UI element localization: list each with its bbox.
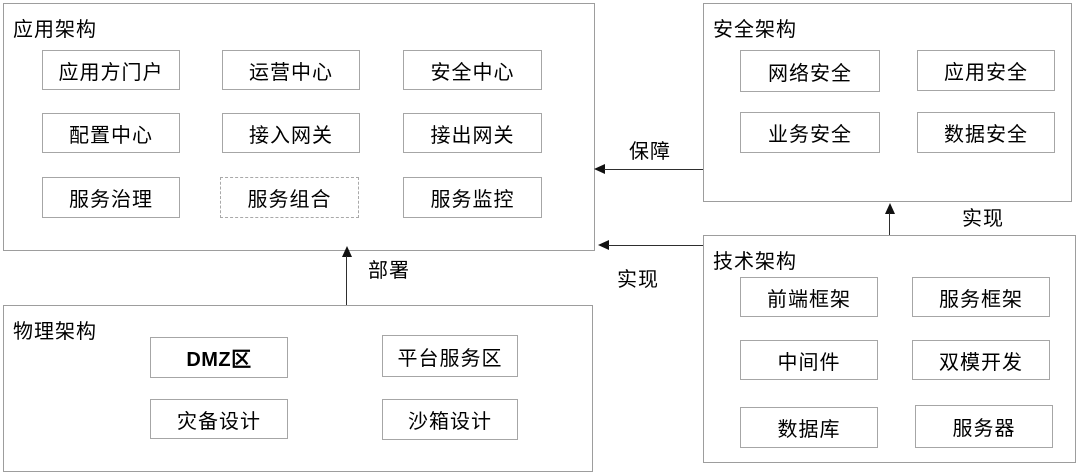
- technical-architecture-title: 技术架构: [713, 251, 797, 273]
- node-dual-mode-dev: 双模开发: [912, 340, 1050, 380]
- guarantee-arrow-line: [604, 169, 703, 170]
- implement-app-arrow-label: 实现: [617, 269, 659, 291]
- security-architecture-panel: 安全架构: [703, 3, 1072, 202]
- node-service-governance: 服务治理: [42, 177, 180, 218]
- node-business-security: 业务安全: [740, 112, 880, 153]
- node-security-center: 安全中心: [403, 50, 542, 90]
- deploy-arrowhead-icon: [342, 246, 352, 257]
- physical-architecture-title: 物理架构: [13, 321, 97, 343]
- security-architecture-title: 安全架构: [713, 19, 797, 41]
- physical-architecture-panel: 物理架构: [3, 305, 593, 472]
- guarantee-arrow-label: 保障: [629, 141, 671, 163]
- node-database: 数据库: [740, 407, 878, 448]
- implement-app-arrow-line: [608, 245, 703, 246]
- node-server: 服务器: [915, 405, 1053, 448]
- deploy-arrow-label: 部署: [368, 260, 410, 282]
- node-frontend-framework: 前端框架: [740, 277, 878, 317]
- node-data-security: 数据安全: [917, 112, 1055, 153]
- node-inbound-gateway: 接入网关: [222, 113, 360, 153]
- node-outbound-gateway: 接出网关: [403, 113, 542, 153]
- node-dmz-zone: DMZ区: [150, 337, 288, 378]
- node-service-composition: 服务组合: [220, 177, 359, 218]
- node-middleware: 中间件: [740, 340, 878, 380]
- node-service-framework: 服务框架: [912, 277, 1050, 317]
- node-service-monitoring: 服务监控: [403, 177, 542, 218]
- node-disaster-recovery-design: 灾备设计: [150, 399, 288, 439]
- implement-app-arrowhead-icon: [598, 240, 609, 250]
- implement-security-arrow-label: 实现: [962, 208, 1004, 230]
- deploy-arrow-line: [346, 256, 347, 305]
- node-application-portal: 应用方门户: [42, 50, 180, 90]
- node-application-security: 应用安全: [917, 50, 1055, 91]
- node-config-center: 配置中心: [42, 113, 180, 153]
- implement-security-arrowhead-icon: [885, 203, 895, 214]
- node-operations-center: 运营中心: [222, 50, 360, 90]
- guarantee-arrowhead-icon: [594, 164, 605, 174]
- application-architecture-title: 应用架构: [13, 19, 97, 41]
- node-sandbox-design: 沙箱设计: [382, 399, 518, 440]
- node-platform-service-zone: 平台服务区: [382, 335, 518, 377]
- node-network-security: 网络安全: [740, 50, 880, 92]
- implement-security-arrow-line: [889, 213, 890, 235]
